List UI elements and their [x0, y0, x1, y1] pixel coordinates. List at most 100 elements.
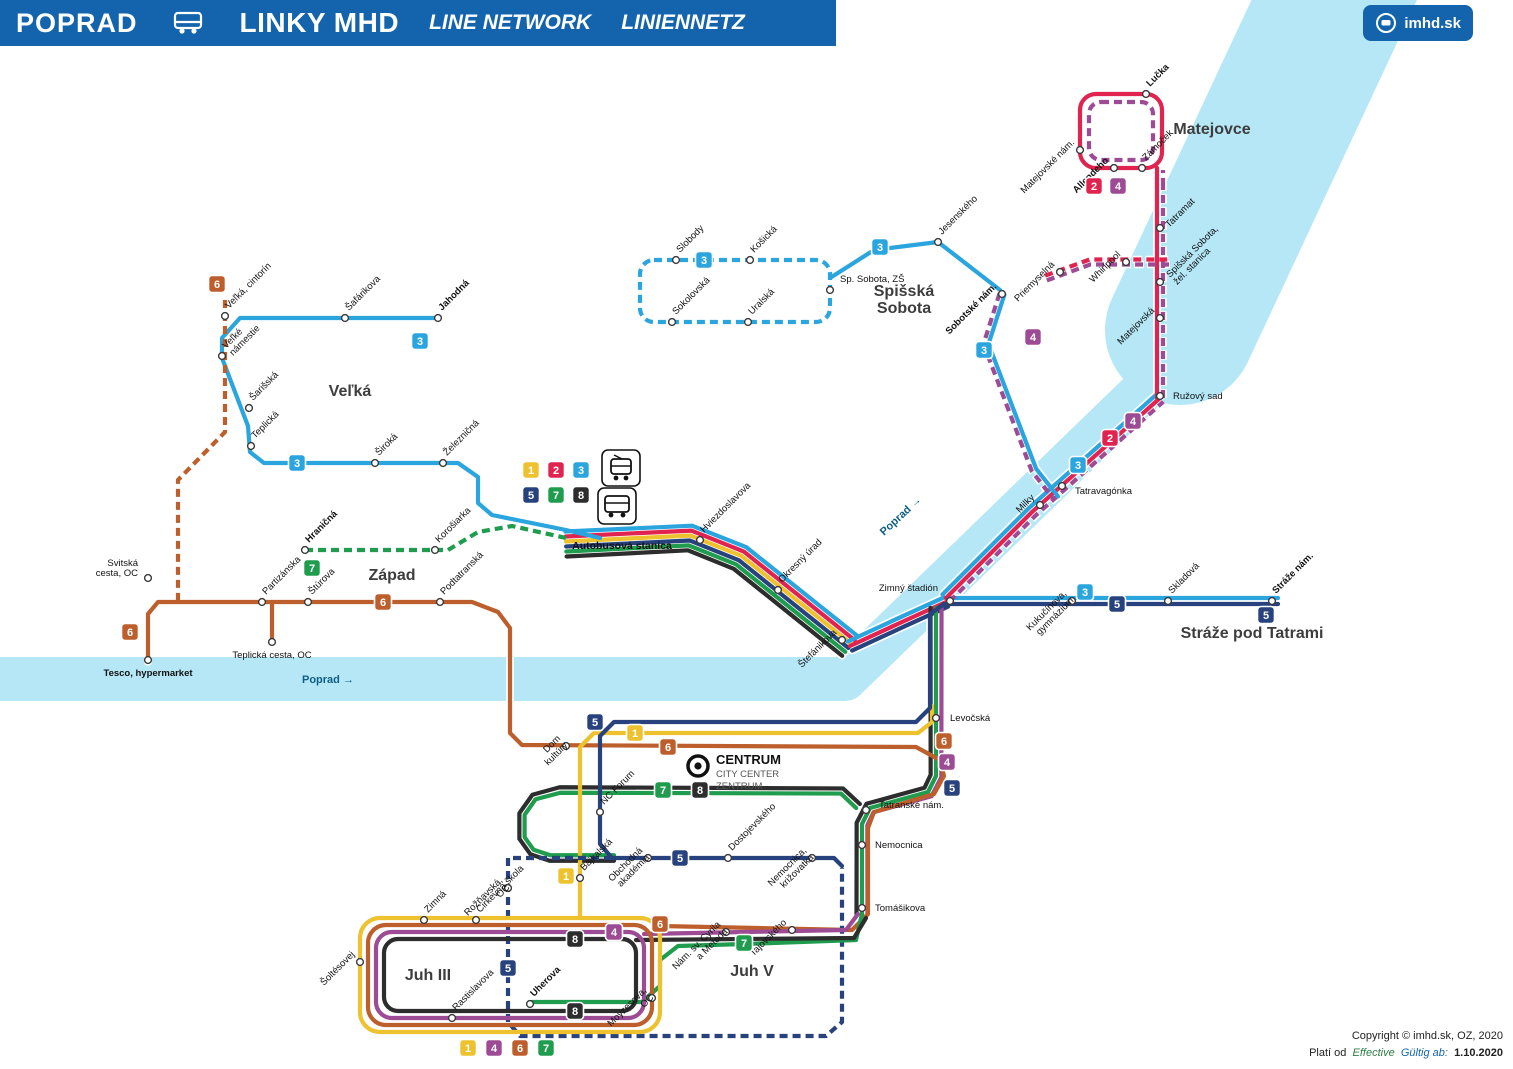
stop-marker [1121, 257, 1131, 267]
line-badge [942, 778, 962, 798]
train-icon [601, 449, 641, 487]
stop-marker [595, 807, 605, 817]
stop-label: Tomášikova [875, 903, 926, 914]
line-badge-number: 5 [677, 853, 683, 865]
stop-marker [807, 853, 817, 863]
stop-label: Domkultúry [536, 733, 571, 768]
line-badge-number: 1 [563, 871, 569, 883]
stop-marker [745, 255, 755, 265]
bus-icon [597, 487, 637, 525]
stop-label: Zimná [422, 888, 449, 915]
stop-label: Stráže nám. [1270, 551, 1315, 596]
stop-label: Šafárikova [343, 273, 383, 313]
line-badge-number: 4 [1030, 332, 1037, 344]
footer-copyright: Copyright © imhd.sk, OZ, 2020 [1351, 1030, 1503, 1042]
stop-marker [143, 655, 153, 665]
map-subtitle-en: LINE NETWORK [429, 11, 592, 34]
line-badge [521, 485, 541, 505]
line-badge-number: 8 [578, 490, 584, 502]
line-badge-number: 3 [294, 458, 300, 470]
stop-marker [419, 915, 429, 925]
stop-marker [1035, 500, 1045, 510]
line-badge [565, 1001, 585, 1021]
stop-label: Jahodná [436, 277, 472, 313]
district-label: Veľká [329, 383, 372, 400]
stop-label: Uralská [746, 286, 777, 317]
stop-marker [220, 311, 230, 321]
line-badge-number: 2 [1107, 433, 1113, 445]
centrum-subtitle: CITY CENTER [716, 769, 779, 780]
stop-marker [643, 853, 653, 863]
stop-marker [1055, 267, 1065, 277]
line-badge-number: 7 [309, 563, 315, 575]
line-badge-number: 3 [417, 336, 423, 348]
stop-label: Šarišská [247, 369, 281, 403]
stop-label: Rastislavova [450, 967, 496, 1013]
stop-marker [430, 545, 440, 555]
line-badge [1084, 176, 1104, 196]
line-badge-number: 1 [528, 465, 534, 477]
line-badge-number: 7 [543, 1043, 549, 1055]
line-badge [1256, 605, 1276, 625]
stop-marker [647, 993, 657, 1003]
river [1105, 0, 1418, 405]
stop-label: Slobody [674, 223, 706, 255]
line-badge [974, 340, 994, 360]
stop-marker [1057, 481, 1067, 491]
stop-marker [447, 1013, 457, 1023]
stop-marker [857, 840, 867, 850]
footer-validity: Platí od Effective Gültig ab: 1.10.2020 [1309, 1046, 1503, 1059]
stop-label: Teplická [249, 409, 282, 442]
line-badge [1108, 176, 1128, 196]
line-badge [1023, 327, 1043, 347]
stop-label: Korošiarka [433, 505, 473, 545]
map-title: LINKY MHD [239, 7, 400, 38]
map-subtitle-de: LINIENNETZ [621, 11, 745, 34]
line-badge [625, 723, 645, 743]
stop-marker [340, 313, 350, 323]
centrum-title: CENTRUM [716, 752, 781, 767]
stop-label: Lučka [1144, 61, 1172, 89]
centrum-subtitle: ZENTRUM [716, 781, 763, 792]
imhd-logo[interactable]: imhd.sk [1363, 5, 1473, 41]
stop-marker [695, 535, 705, 545]
line-badge-number: 6 [665, 742, 671, 754]
city-title: POPRAD [16, 7, 138, 38]
stop-marker [1067, 596, 1077, 606]
line-badge-number: 5 [1114, 599, 1120, 611]
line-badge [287, 453, 307, 473]
stop-marker [471, 915, 481, 925]
line-badge [585, 712, 605, 732]
stop-label: Ružový sad [1173, 391, 1223, 402]
line-badge [571, 485, 591, 505]
stop-marker [244, 403, 254, 413]
stop-marker [438, 458, 448, 468]
station-label: Autobusová stanica [572, 540, 672, 552]
line-badge-number: 7 [660, 785, 666, 797]
line-badge-number: 7 [741, 938, 747, 950]
stop-marker [861, 805, 871, 815]
stop-marker [787, 925, 797, 935]
line-badge-number: 5 [949, 783, 955, 795]
stop-marker [503, 883, 513, 893]
line-badge [670, 848, 690, 868]
line-badge [546, 460, 566, 480]
district-label: Stráže pod Tatrami [1181, 625, 1324, 642]
stop-marker [945, 596, 955, 606]
line-badge [870, 237, 890, 257]
line-badge [510, 1038, 530, 1058]
stop-marker [217, 351, 227, 361]
line-badge-number: 3 [1082, 587, 1088, 599]
district-label: Juh III [405, 967, 451, 984]
line-badge-number: 4 [491, 1043, 498, 1055]
line-badge [546, 485, 566, 505]
transit-lines [145, 91, 1281, 1039]
stop-marker [303, 597, 313, 607]
stop-label: Veľká, cintorín [223, 261, 273, 311]
line-badge-number: 3 [578, 465, 584, 477]
river [0, 350, 1184, 701]
line-badge [571, 460, 591, 480]
